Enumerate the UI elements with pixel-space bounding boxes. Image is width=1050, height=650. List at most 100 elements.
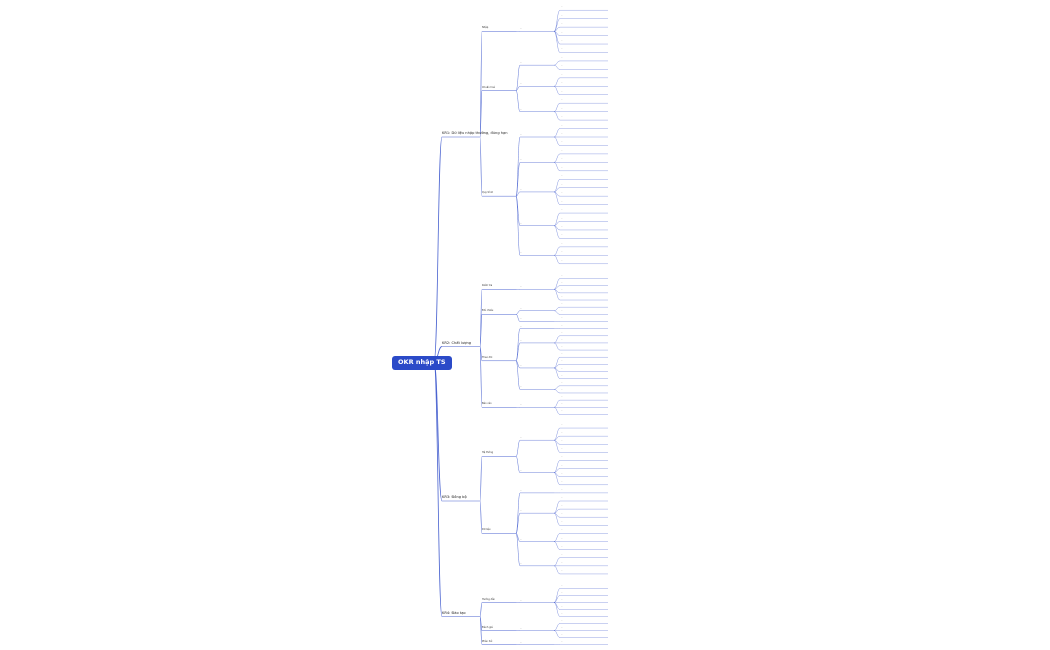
link-curve [553,136,561,146]
branch-3-topic-2[interactable]: Dữ liệu [482,528,491,532]
root-node[interactable]: OKR nhập TS [392,356,452,370]
link-curve [515,136,521,197]
branch-3-topic-2-item-3[interactable]: ... [520,538,522,541]
branch-2-topic-3[interactable]: Theo dõi [482,355,493,359]
branch-3-leaf: ... [561,497,563,499]
link-curve [553,153,561,163]
branch-1-leaf: ... [561,141,563,144]
branch-4-leaf: ... [561,605,563,608]
link-curve [553,385,561,390]
branch-2-topic-1-item-1[interactable]: ... [520,286,522,289]
branch-2-topic-4[interactable]: Báo cáo [482,402,492,406]
branch-2-leaf: ... [561,410,563,413]
branch-2-topic-2-item-1[interactable]: ... [520,307,522,310]
branch-4-title[interactable]: KR4: Đào tạo [442,610,466,615]
branch-1-topic-3-item-4[interactable]: ... [520,222,522,225]
link-curve [515,512,521,534]
branch-1-topic-1-item-1[interactable]: ... [520,28,522,31]
link-curve [553,18,561,32]
branch-3-leaf: ... [561,521,563,524]
branch-2-topic-3-item-2[interactable]: ... [520,339,522,342]
branch-2-topic-4-item-1[interactable]: ... [520,404,522,407]
branch-1-topic-1[interactable]: Nhập [482,26,489,30]
branch-3-leaf: ... [561,488,563,491]
link-curve [515,360,521,390]
branch-1-title[interactable]: KR1: Dữ liệu nhập thường, đúng hạn [442,131,508,135]
branch-4-topic-3-item-1[interactable]: ... [520,641,522,644]
branch-2-topic-2-item-2[interactable]: ... [520,318,522,321]
branch-1-topic-3-item-2[interactable]: ... [520,159,522,162]
branch-1-leaf: ... [561,65,563,68]
branch-2-leaf: ... [561,324,563,327]
branch-3-leaf: ... [561,545,563,548]
branch-4-topic-1-item-1[interactable]: ... [520,599,522,602]
branch-1-leaf: ... [561,158,563,161]
branch-4-leaf: ... [561,640,563,643]
branch-2-topic-3-item-4[interactable]: ... [520,386,522,389]
branch-3-title[interactable]: KR3: Đồng bộ [442,495,467,499]
branch-1-leaf: ... [561,56,563,59]
link-curve [553,533,561,542]
branch-3-topic-1-item-2[interactable]: ... [520,469,522,472]
branch-1-topic-3[interactable]: Quy trình [482,191,494,195]
branch-1-topic-2-item-2[interactable]: ... [520,83,522,86]
link-curve [553,565,561,575]
branch-2-leaf: ... [561,346,563,349]
link-curve [479,90,483,138]
branch-1-topic-3-item-3[interactable]: ... [520,188,522,191]
link-curve [553,407,561,415]
link-curve [515,90,521,112]
branch-1-topic-2[interactable]: Chuẩn hoá [482,85,495,89]
branch-1-topic-2-item-1[interactable]: ... [520,62,522,65]
link-curve [553,557,561,567]
branch-1-leaf: ... [561,251,563,254]
branch-1-topic-3-item-5[interactable]: ... [520,252,522,255]
branch-2-leaf: ... [561,296,563,299]
link-curve [515,328,521,362]
branch-2-leaf: ... [561,360,563,363]
branch-2-topic-2[interactable]: Đối chiếu [482,309,494,313]
link-curve [553,435,561,441]
branch-1-leaf: ... [561,149,563,152]
link-curve [553,179,561,193]
branch-3-leaf: ... [561,480,563,483]
link-curve [515,342,521,362]
link-curve [553,342,561,351]
link-curve [553,468,561,473]
branch-4-topic-2-item-1[interactable]: ... [520,627,522,630]
branch-1-topic-3-item-1[interactable]: ... [520,134,522,136]
branch-2-topic-3-item-3[interactable]: ... [520,364,522,367]
branch-2-leaf: ... [561,367,563,370]
branch-4-topic-2[interactable]: Đánh giá [482,625,493,629]
branch-2-topic-1[interactable]: Kiểm tra [482,284,493,288]
branch-1-leaf: ... [561,116,563,119]
branch-3-topic-2-item-1[interactable]: ... [520,489,522,492]
branch-2-topic-3-item-1[interactable]: ... [520,325,522,328]
link-curve [479,346,483,408]
branch-3-leaf: ... [561,456,563,459]
branch-2-leaf: ... [561,353,563,356]
branch-3-leaf: ... [561,569,563,572]
link-curve [553,86,561,95]
branch-1-leaf: ... [561,225,563,228]
branch-1-leaf: ... [561,23,563,26]
branch-3-topic-2-item-2[interactable]: ... [520,510,522,513]
link-curve [553,60,561,66]
branch-3-topic-2-item-4[interactable]: ... [520,562,522,565]
branch-4-topic-1[interactable]: Hướng dẫn [482,597,496,601]
branch-3-leaf: ... [561,529,563,532]
link-curve [515,310,521,315]
branch-1-topic-2-item-3[interactable]: ... [520,108,522,111]
link-curve [553,10,561,32]
branch-3-topic-1-item-1[interactable]: ... [520,437,522,440]
branch-4-topic-3[interactable]: Phản hồi [482,639,493,643]
branch-2-leaf: ... [561,331,563,334]
link-curve [515,64,521,91]
branch-4-leaf: ... [561,633,563,636]
link-curve [553,630,561,638]
branch-3-leaf: ... [561,432,563,435]
branch-2-title[interactable]: KR2: Chất lượng [442,340,472,345]
link-curve [553,472,561,485]
link-curve [553,285,561,290]
branch-3-topic-1[interactable]: Hệ thống [482,451,493,455]
